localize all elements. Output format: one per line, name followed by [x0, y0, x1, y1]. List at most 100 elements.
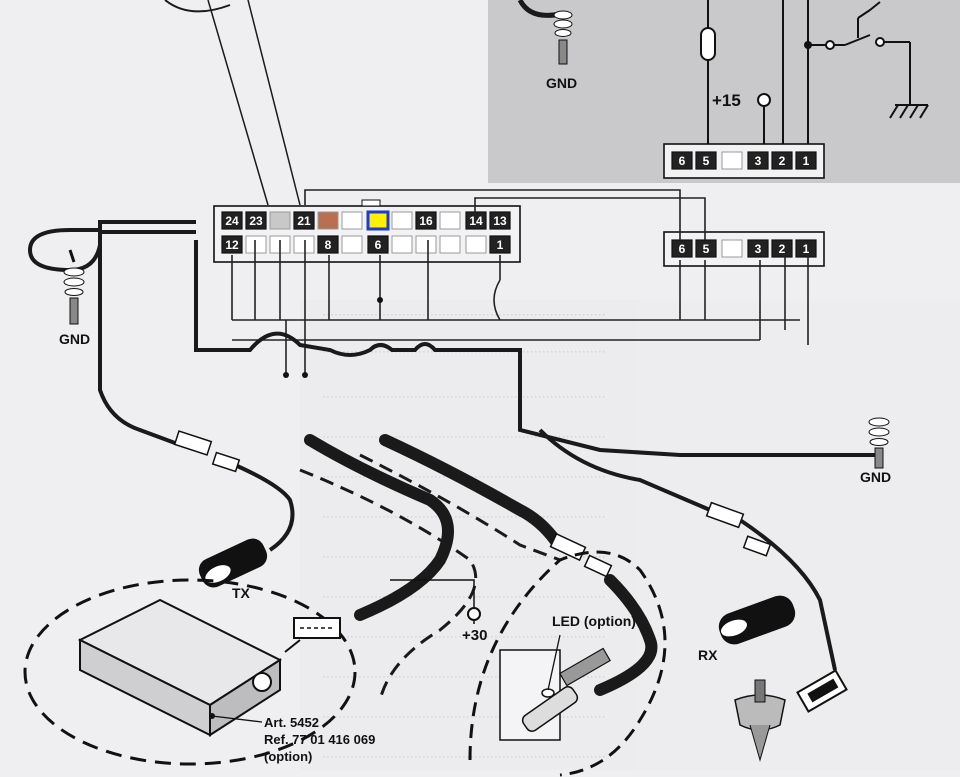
connector-left-latch — [361, 199, 381, 207]
pin-top-slot-5 — [341, 211, 363, 230]
art-line3: (option) — [264, 749, 312, 764]
conn-rt-slot-blank — [721, 151, 743, 170]
gnd-left-label: GND — [59, 331, 90, 347]
plus15-label: +15 — [712, 91, 741, 110]
pin-top-23-box — [245, 211, 267, 230]
conn-rb-pin-5-box — [695, 239, 717, 258]
pin-top-slot-7 — [391, 211, 413, 230]
harness-thick-wires — [27, 220, 880, 671]
svg-text:······························: ········································… — [322, 307, 606, 321]
dashed-harness — [299, 453, 561, 701]
pin-bottom-slot-5 — [341, 235, 363, 254]
pin-top-13: 13 — [493, 214, 507, 228]
conn-rt-pin-2: 2 — [779, 154, 786, 168]
pin-top-23: 23 — [249, 214, 263, 228]
plus30-terminal — [467, 607, 481, 621]
conn-rt-pin-3: 3 — [755, 154, 762, 168]
module-pointer-line — [211, 715, 263, 723]
pin-top-14-box — [465, 211, 487, 230]
conn-rb-pin-6: 6 — [679, 242, 686, 256]
art-line2: Ref. 77 01 416 069 — [264, 732, 375, 747]
inline-connector-rx — [705, 501, 772, 557]
inset-wires — [700, 0, 911, 150]
conn-rt-pin-6: 6 — [679, 154, 686, 168]
pin-top-slot-9 — [439, 211, 461, 230]
thick-bundle — [304, 434, 658, 696]
pin-bottom-12: 12 — [225, 238, 239, 252]
art-line1: Art. 5452 — [264, 715, 319, 730]
switch-contact-b — [825, 40, 835, 50]
led-pointer-line — [547, 634, 561, 691]
diag-line-b — [247, 0, 301, 206]
gnd-left-symbol — [63, 249, 85, 325]
pin-bottom-slot-7 — [391, 235, 413, 254]
pin-top-21: 21 — [297, 214, 311, 228]
led-lamp-icon — [499, 647, 611, 741]
gnd-top-symbol — [517, 0, 573, 65]
gnd-right-label: GND — [860, 469, 891, 485]
conn-rb-pin-1-box — [795, 239, 817, 258]
conn-rb-pin-3: 3 — [755, 242, 762, 256]
chassis-ground-icon — [889, 104, 929, 119]
svg-text:······························: ········································… — [322, 589, 606, 603]
pin-bottom-8-box — [317, 235, 339, 254]
tx-sensor-icon — [198, 538, 268, 588]
pin-bottom-slot-9 — [439, 235, 461, 254]
background-text: ········································… — [300, 300, 960, 770]
conn-rt-pin-5-box — [695, 151, 717, 170]
led-option-outline — [468, 550, 667, 777]
pin-top-13-box — [489, 211, 511, 230]
pin-bottom-8: 8 — [325, 238, 332, 252]
module-arrow — [284, 639, 301, 653]
pin-top-slot-6 — [366, 210, 390, 231]
conn-rt-pin-5: 5 — [703, 154, 710, 168]
junction-c — [377, 297, 383, 303]
conn-rt-pin-1: 1 — [803, 154, 810, 168]
conn-rb-pin-2-box — [771, 239, 793, 258]
pin-top-21-box — [293, 211, 315, 230]
rx-sensor-icon — [718, 595, 796, 645]
junction-a — [283, 372, 289, 378]
pin-top-24: 24 — [225, 214, 239, 228]
pin-top-24-box — [221, 211, 243, 230]
pin-bottom-12-box — [221, 235, 243, 254]
conn-rt-pin-3-box — [747, 151, 769, 170]
rx-label: RX — [698, 647, 718, 663]
inline-connector-tx — [173, 430, 241, 473]
svg-text:······························: ········································… — [322, 389, 606, 403]
conn-rt-pin-2-box — [771, 151, 793, 170]
diag-line-a — [207, 0, 269, 206]
conn-rb-slot-blank — [721, 239, 743, 258]
tx-label: TX — [232, 585, 251, 601]
conn-rt-pin-1-box — [795, 151, 817, 170]
pin-top-slot-4 — [317, 211, 339, 230]
rx-plug-icon — [796, 669, 848, 713]
switch-contact-c — [875, 37, 885, 47]
module-plug-icon — [293, 617, 341, 639]
module-option-outline — [23, 578, 357, 766]
junction-b — [302, 372, 308, 378]
gnd-right-symbol — [868, 417, 890, 469]
plus30-wire-b — [390, 579, 475, 600]
pin-top-slot-2 — [269, 211, 291, 230]
svg-text:······························: ········································… — [322, 629, 606, 643]
conn-rb-pin-3-box — [747, 239, 769, 258]
pin-bottom-slot-3 — [293, 235, 315, 254]
conn-rb-pin-1: 1 — [803, 242, 810, 256]
gnd-top-label: GND — [546, 75, 577, 91]
plus15-terminal — [757, 93, 771, 107]
conn-rb-pin-2: 2 — [779, 242, 786, 256]
conn-rt-pin-6-box — [671, 151, 693, 170]
pin-bottom-1-box — [489, 235, 511, 254]
pin-top-16-box — [415, 211, 437, 230]
plus30-label: +30 — [462, 627, 487, 644]
switch-contact-a — [804, 41, 812, 49]
connector-right-top: 6 5 3 2 1 — [663, 143, 825, 179]
pin-bottom-6: 6 — [375, 238, 382, 252]
svg-text:······························: ········································… — [322, 749, 606, 763]
top-left-curve — [164, 0, 231, 13]
